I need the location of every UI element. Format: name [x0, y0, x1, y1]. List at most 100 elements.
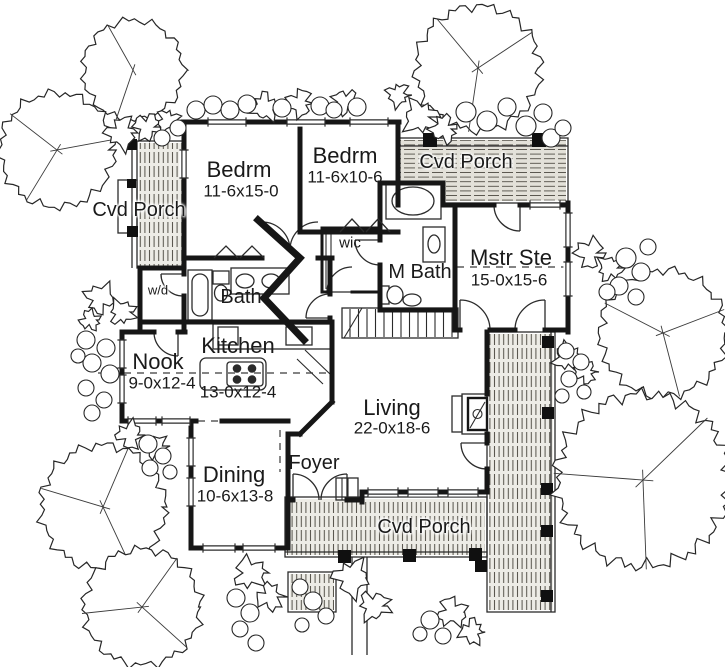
shower [422, 226, 446, 263]
master-porch-door [493, 204, 521, 232]
window [186, 478, 196, 506]
label-kitchen-name: Kitchen [201, 333, 275, 358]
window [128, 416, 156, 426]
shrub [77, 306, 103, 332]
tree-branch [137, 557, 178, 613]
landscape-circle [325, 101, 343, 119]
wic-walls [320, 226, 382, 294]
label-foyer: Foyer [288, 452, 340, 474]
window [287, 117, 325, 127]
landscape-circle [83, 404, 101, 422]
label-nook-name: Nook [132, 349, 184, 374]
label-bedroom2-name: Bedrm [312, 143, 378, 168]
hall-angled-walls [253, 215, 309, 345]
shrub [401, 96, 442, 134]
landscape-circle [576, 384, 592, 400]
landscape-circle [169, 119, 187, 137]
shrub [572, 357, 600, 385]
window [127, 416, 157, 426]
shrub [571, 234, 607, 269]
landscape-circle [554, 119, 572, 137]
landscape-circle [631, 262, 651, 282]
landscape-circle [272, 98, 292, 118]
landscape-circle [162, 464, 178, 480]
landscape-circle [639, 238, 657, 256]
window [186, 438, 196, 466]
landscape-circle [557, 342, 575, 360]
label-bedroom1-name: Bedrm [206, 157, 272, 182]
landscape-circle [515, 115, 537, 137]
porch-post [338, 550, 351, 563]
landscape-circle [291, 578, 309, 596]
landscape-circle [226, 588, 246, 608]
utility-door [160, 273, 184, 297]
tree-branch [553, 472, 654, 482]
tree-branch [81, 605, 149, 614]
landscape-circle [572, 353, 590, 371]
tree-branch [642, 469, 647, 570]
bathtub [187, 269, 213, 321]
toilet [212, 270, 230, 302]
landscape-circle [476, 110, 498, 132]
tree-branch [115, 64, 136, 120]
master-sink [402, 293, 422, 307]
landscape-circle [70, 348, 86, 364]
tree [79, 16, 190, 124]
landscape-circle [294, 617, 310, 633]
label-kitchen-dims: 13-0x12-4 [199, 382, 277, 402]
label-living-name: Living [363, 395, 421, 420]
stairs [341, 307, 459, 339]
window [203, 543, 235, 553]
label-porch-left: Cvd Porch [92, 199, 186, 221]
landscape-circle [100, 364, 120, 384]
tree-branch [25, 143, 61, 201]
label-bedroom1-dims: 11-6x15-0 [203, 181, 279, 201]
porch-post [541, 483, 553, 495]
landscape-circle [455, 101, 477, 123]
landscaping [0, 3, 725, 667]
shrub [424, 112, 458, 147]
shrub [113, 416, 146, 451]
porch-left-deck [139, 143, 183, 266]
tree-branch [136, 601, 188, 648]
landscape-circle [186, 100, 206, 120]
landscape-circle [77, 379, 95, 397]
porch-post [541, 525, 553, 537]
garden-tub [385, 183, 442, 220]
window [349, 117, 389, 127]
tree-branch [9, 113, 63, 155]
landscape-circle [237, 94, 257, 114]
master-french-door-right [514, 299, 546, 331]
landscape-circle [347, 97, 367, 117]
shrub [358, 590, 394, 625]
label-porch-bottom: Cvd Porch [377, 516, 471, 538]
landscape-circle [554, 388, 570, 404]
landscape-circle [220, 100, 240, 120]
window [530, 200, 560, 210]
porch-post [403, 549, 416, 562]
nook-side-door [153, 331, 179, 357]
tree-branch [41, 487, 111, 510]
window [563, 213, 573, 247]
landscape-circle [317, 607, 335, 625]
label-nook-dims: 9-0x12-4 [128, 373, 196, 393]
tree-branch [50, 138, 116, 152]
landscape-circle [420, 610, 440, 630]
shrub [101, 115, 140, 156]
landscape-circle [412, 626, 428, 642]
window [529, 200, 561, 210]
window [117, 340, 127, 368]
shrub [455, 616, 486, 647]
porch-post [541, 590, 553, 602]
landscape-circle [497, 97, 517, 117]
kitchen-island [199, 357, 267, 391]
window [368, 487, 398, 497]
fireplace [451, 393, 489, 435]
landscape-circle [303, 591, 323, 611]
label-master-bath: M Bath [388, 261, 452, 283]
label-utility: w/d [147, 282, 169, 298]
landscape-circle [434, 627, 452, 645]
centerlines [98, 266, 566, 472]
porch-post [542, 407, 554, 419]
